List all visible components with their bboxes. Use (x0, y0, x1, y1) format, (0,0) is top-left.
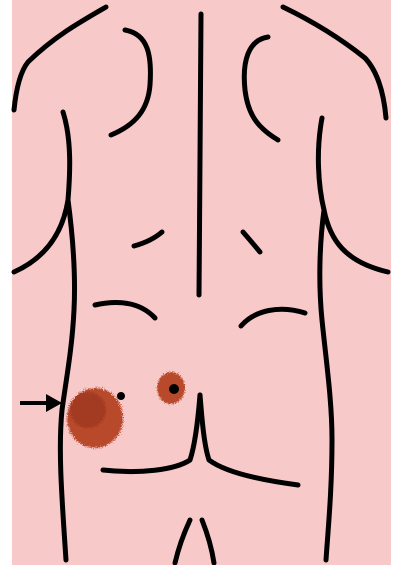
large-lesion (67, 388, 123, 448)
small-lesion-center-dot (169, 384, 179, 394)
lesion-satellite-dot (117, 392, 125, 400)
spine-line (199, 14, 201, 295)
